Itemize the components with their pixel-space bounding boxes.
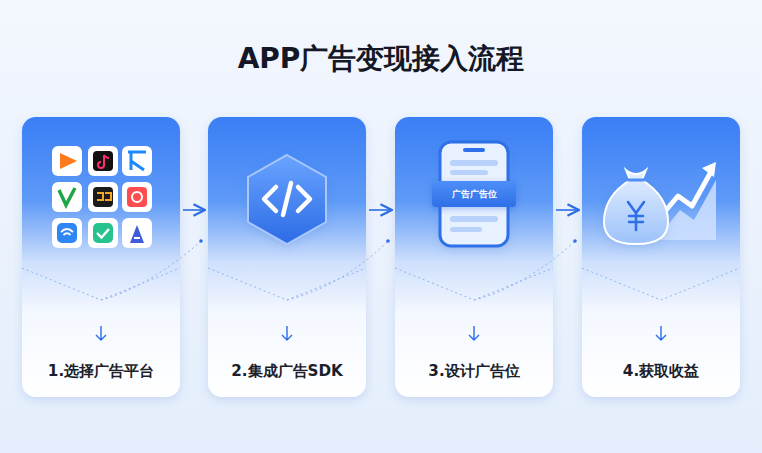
step-card: 4.获取收益 bbox=[582, 117, 740, 397]
step-label: 3.设计广告位 bbox=[395, 361, 553, 382]
step-label: 4.获取收益 bbox=[582, 361, 740, 382]
flow-arrow bbox=[369, 209, 392, 211]
flow-arrow bbox=[556, 209, 579, 211]
banner-label: 广告广告位 bbox=[452, 188, 497, 201]
diagram-title: APP广告变现接入流程 bbox=[0, 40, 762, 78]
step-card: 2.集成广告SDK bbox=[208, 117, 366, 397]
step-label: 1.选择广告平台 bbox=[22, 361, 180, 382]
step-card: 1.选择广告平台 bbox=[22, 117, 180, 397]
flow-arrow bbox=[183, 209, 205, 211]
step-label: 2.集成广告SDK bbox=[208, 361, 366, 382]
step-card: 3.设计广告位 广告广告位 bbox=[395, 117, 553, 397]
ad-slot-banner: 广告广告位 bbox=[432, 181, 516, 207]
